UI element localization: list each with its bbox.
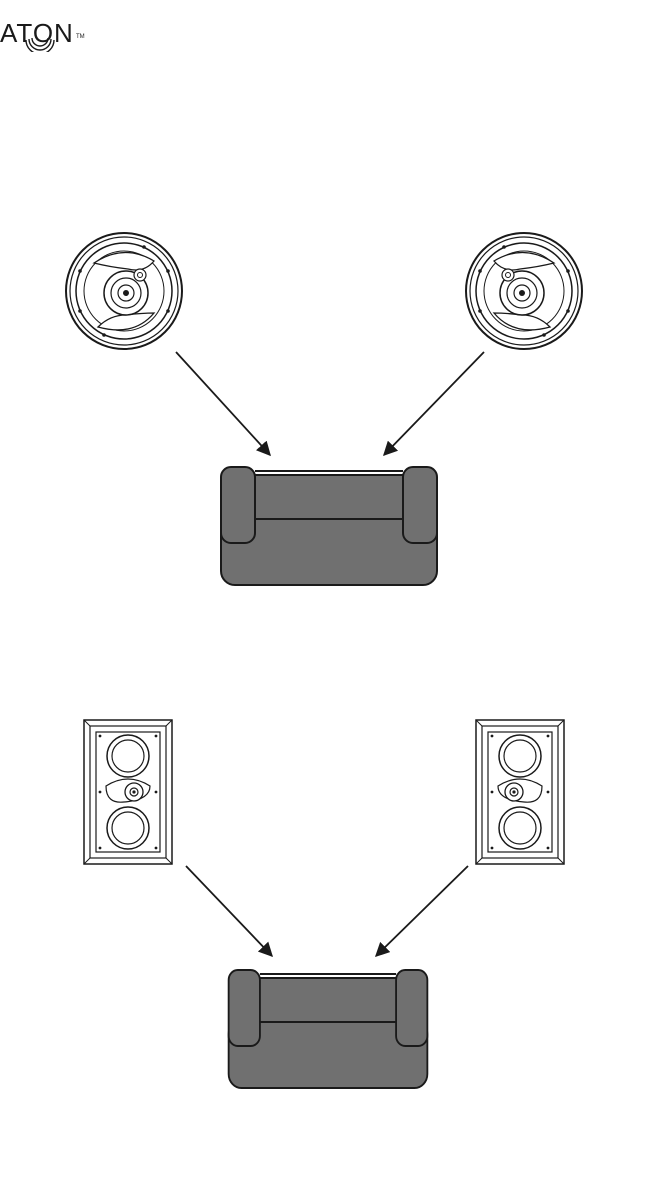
round-speaker-right-icon [466,233,582,349]
in-wall-section [84,720,564,1088]
rectangular-speaker-right-icon [476,720,564,864]
couch-icon [229,970,428,1088]
rectangular-speaker-left-icon [84,720,172,864]
arrow-left-to-couch [186,866,272,956]
round-speaker-left-icon [66,233,182,349]
couch-icon [221,467,437,585]
in-ceiling-section [66,233,582,585]
arrow-left-to-couch [176,352,270,455]
arrow-right-to-couch [376,866,468,956]
arrow-right-to-couch [384,352,484,455]
